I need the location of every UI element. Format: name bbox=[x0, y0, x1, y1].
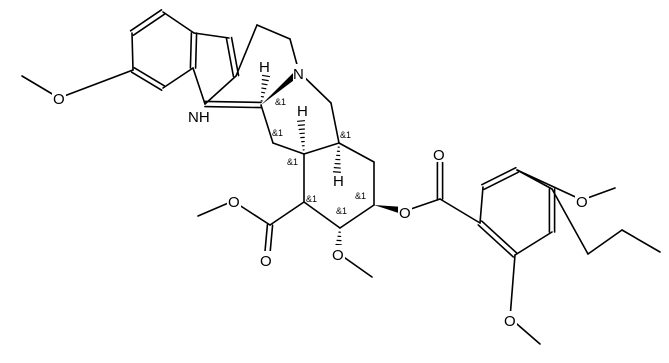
atom-labels: N NH O O O O O O O O H H H bbox=[52, 59, 589, 330]
bond bbox=[516, 169, 583, 201]
bond bbox=[439, 198, 481, 224]
bond bbox=[132, 13, 166, 36]
hash-bond bbox=[296, 120, 306, 122]
bond bbox=[235, 24, 258, 77]
hash-bond bbox=[297, 124, 306, 127]
bond bbox=[192, 67, 206, 105]
bond bbox=[479, 186, 484, 224]
hash-bond bbox=[261, 79, 269, 82]
bond bbox=[477, 224, 515, 258]
stereo-label: &1 bbox=[272, 128, 283, 138]
bond bbox=[509, 254, 516, 319]
bond bbox=[225, 37, 235, 78]
hash-bond bbox=[261, 74, 271, 78]
atom-o-methoxy-indole: O bbox=[53, 91, 65, 108]
bond bbox=[272, 142, 305, 155]
bond bbox=[58, 69, 134, 99]
bond bbox=[269, 201, 305, 226]
bond bbox=[480, 220, 518, 254]
stereo-label: &1 bbox=[306, 194, 317, 204]
hash-bond bbox=[261, 87, 267, 90]
bond bbox=[204, 105, 262, 109]
bond bbox=[194, 32, 198, 69]
bond bbox=[339, 204, 375, 229]
bond bbox=[230, 36, 240, 77]
atom-h-c15: H bbox=[297, 103, 308, 120]
wedge-bond bbox=[374, 205, 406, 215]
atom-h-c3: H bbox=[259, 59, 270, 76]
bond bbox=[587, 229, 623, 255]
bond bbox=[303, 201, 341, 229]
atom-h-c20: H bbox=[333, 173, 344, 190]
bond bbox=[256, 24, 291, 40]
wedge-bond bbox=[261, 69, 302, 105]
bond bbox=[162, 67, 194, 89]
bond bbox=[338, 142, 375, 163]
stereo-labels: &1 &1 &1 &1 &1 &1 &1 bbox=[272, 97, 366, 216]
atom-nh: NH bbox=[188, 109, 210, 126]
bond bbox=[133, 66, 166, 87]
atom-o-methoxy-bottom: O bbox=[504, 313, 516, 330]
stereo-label: &1 bbox=[340, 130, 351, 140]
atom-o-methoxy-top: O bbox=[576, 194, 588, 211]
stereo-label: &1 bbox=[287, 157, 298, 167]
bond bbox=[129, 9, 163, 32]
stereo-label: &1 bbox=[336, 206, 347, 216]
bond bbox=[514, 231, 553, 256]
bond bbox=[162, 11, 195, 34]
bond bbox=[130, 71, 163, 92]
hash-bond bbox=[261, 91, 266, 94]
bond bbox=[481, 166, 517, 186]
bond bbox=[260, 104, 274, 144]
bond bbox=[483, 171, 519, 191]
stereo-label: &1 bbox=[355, 191, 366, 201]
bond bbox=[303, 142, 340, 155]
atom-o-benzoate-carbonyl: O bbox=[433, 147, 445, 164]
bond bbox=[551, 188, 589, 255]
bond bbox=[330, 102, 340, 144]
bond bbox=[204, 75, 237, 105]
bond bbox=[131, 32, 134, 71]
bond bbox=[204, 100, 262, 104]
hash-bond bbox=[261, 83, 268, 86]
atom-o-ester-link: O bbox=[399, 205, 411, 222]
bond bbox=[189, 32, 193, 69]
atom-n-ring: N bbox=[293, 66, 304, 83]
atom-o-ester-carbonyl: O bbox=[260, 253, 272, 270]
atom-o-methoxy-ring: O bbox=[332, 247, 344, 264]
bond bbox=[621, 229, 661, 253]
bond bbox=[193, 32, 230, 39]
atom-o-ester-single: O bbox=[228, 194, 240, 211]
stereo-label: &1 bbox=[275, 97, 286, 107]
